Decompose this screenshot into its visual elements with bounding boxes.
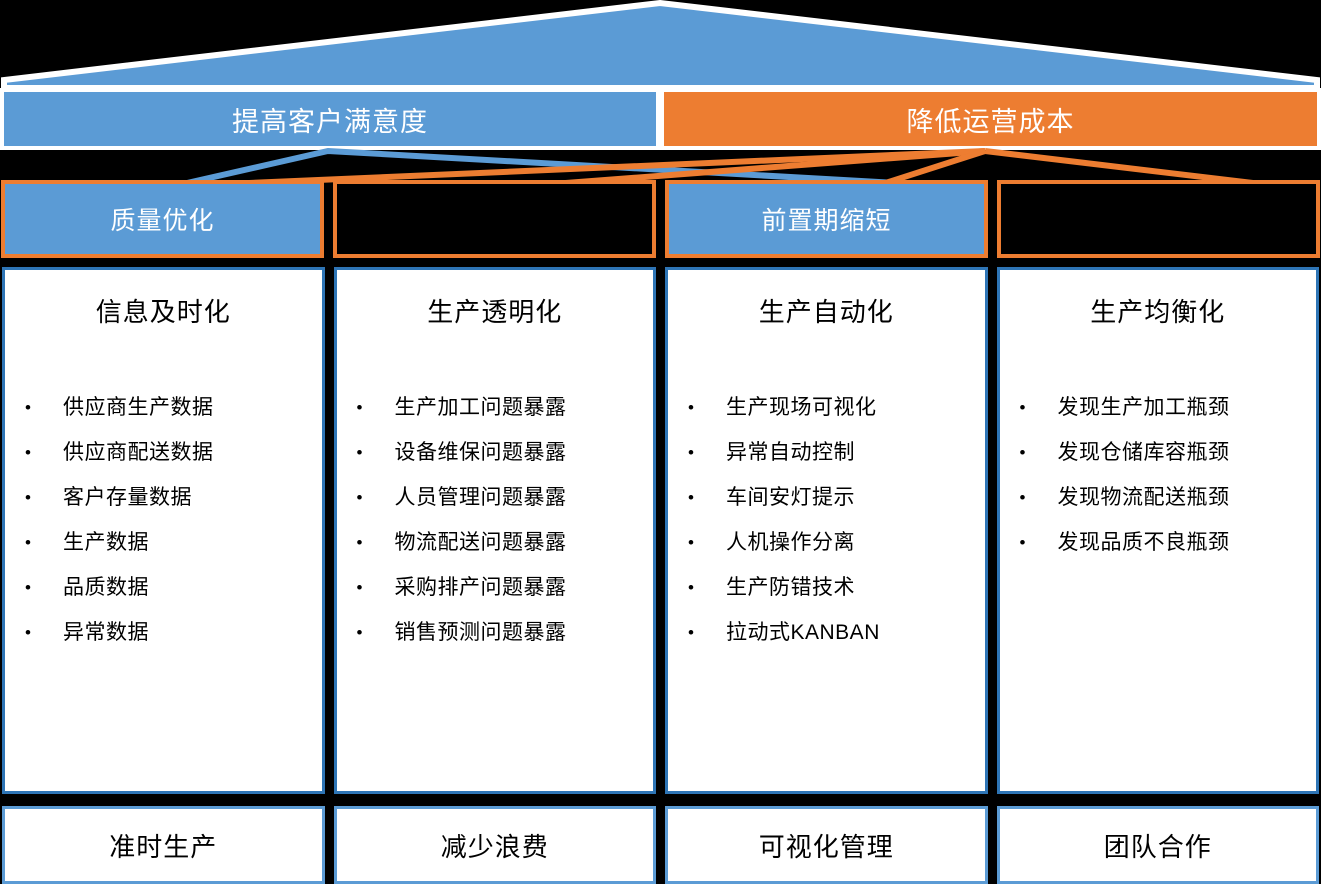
pillar-list-production-transparency: 生产加工问题暴露 设备维保问题暴露 人员管理问题暴露 物流配送问题暴露 采购排产…: [337, 385, 654, 655]
pillar-information-timeliness: 信息及时化 供应商生产数据 供应商配送数据 客户存量数据 生产数据 品质数据 异…: [2, 267, 325, 794]
foundation-label-just-in-time: 准时生产: [109, 831, 218, 862]
strategy-box-customer-satisfaction[interactable]: 提高客户满意度: [0, 88, 660, 150]
objective-label-lead-time-reduction: 前置期缩短: [761, 207, 892, 235]
pillar-title-production-leveling: 生产均衡化: [1090, 297, 1226, 327]
strategy-label-operating-cost: 降低运营成本: [906, 106, 1075, 137]
strategy-row: 提高客户满意度 降低运营成本: [0, 88, 1321, 150]
list-item: 品质数据: [19, 565, 322, 610]
list-item: 发现品质不良瓶颈: [1014, 520, 1317, 565]
list-item: 拉动式KANBAN: [682, 610, 985, 655]
strategy-box-operating-cost[interactable]: 降低运营成本: [660, 88, 1321, 150]
roof-triangle: [0, 0, 1320, 91]
pillar-title-production-automation: 生产自动化: [758, 297, 894, 327]
pillar-row: 信息及时化 供应商生产数据 供应商配送数据 客户存量数据 生产数据 品质数据 异…: [0, 267, 1321, 794]
pillar-production-leveling: 生产均衡化 发现生产加工瓶颈 发现仓储库容瓶颈 发现物流配送瓶颈 发现品质不良瓶…: [996, 267, 1319, 794]
foundation-label-teamwork: 团队合作: [1103, 831, 1212, 862]
list-item: 生产加工问题暴露: [351, 385, 654, 430]
list-item: 人机操作分离: [682, 520, 985, 565]
foundation-box-visual-management[interactable]: 可视化管理: [665, 806, 988, 884]
list-item: 供应商生产数据: [19, 385, 322, 430]
list-item: 生产数据: [19, 520, 322, 565]
list-item: 发现生产加工瓶颈: [1014, 385, 1317, 430]
list-item: 销售预测问题暴露: [351, 610, 654, 655]
pillar-production-automation: 生产自动化 生产现场可视化 异常自动控制 车间安灯提示 人机操作分离 生产防错技…: [665, 267, 988, 794]
pillar-list-production-leveling: 发现生产加工瓶颈 发现仓储库容瓶颈 发现物流配送瓶颈 发现品质不良瓶颈: [1000, 385, 1317, 565]
pillar-list-production-automation: 生产现场可视化 异常自动控制 车间安灯提示 人机操作分离 生产防错技术 拉动式K…: [668, 385, 985, 655]
list-item: 人员管理问题暴露: [351, 475, 654, 520]
foundation-label-waste-reduction: 减少浪费: [440, 831, 549, 862]
objective-label-quality-optimization: 质量优化: [110, 207, 215, 235]
objective-box-lead-time-reduction[interactable]: 前置期缩短: [665, 180, 988, 258]
list-item: 发现物流配送瓶颈: [1014, 475, 1317, 520]
foundation-box-teamwork[interactable]: 团队合作: [996, 806, 1319, 884]
list-item: 客户存量数据: [19, 475, 322, 520]
connector-blue-left: [164, 148, 986, 190]
pillar-production-transparency: 生产透明化 生产加工问题暴露 设备维保问题暴露 人员管理问题暴露 物流配送问题暴…: [333, 267, 656, 794]
foundation-box-just-in-time[interactable]: 准时生产: [2, 806, 325, 884]
list-item: 物流配送问题暴露: [351, 520, 654, 565]
list-item: 异常自动控制: [682, 430, 985, 475]
pillar-list-information-timeliness: 供应商生产数据 供应商配送数据 客户存量数据 生产数据 品质数据 异常数据: [5, 385, 322, 655]
objective-box-4[interactable]: [997, 180, 1320, 258]
pillar-title-production-transparency: 生产透明化: [427, 297, 563, 327]
list-item: 设备维保问题暴露: [351, 430, 654, 475]
list-item: 生产现场可视化: [682, 385, 985, 430]
list-item: 生产防错技术: [682, 565, 985, 610]
foundation-label-visual-management: 可视化管理: [758, 831, 894, 862]
objective-box-2[interactable]: [333, 180, 656, 258]
roof-polygon: [0, 0, 1320, 91]
list-item: 发现仓储库容瓶颈: [1014, 430, 1317, 475]
objective-row: 质量优化 前置期缩短: [0, 180, 1321, 258]
list-item: 车间安灯提示: [682, 475, 985, 520]
strategy-label-customer-satisfaction: 提高客户满意度: [232, 106, 428, 137]
list-item: 供应商配送数据: [19, 430, 322, 475]
foundation-row: 准时生产 减少浪费 可视化管理 团队合作: [0, 806, 1321, 884]
pillar-title-information-timeliness: 信息及时化: [95, 297, 231, 327]
foundation-box-waste-reduction[interactable]: 减少浪费: [333, 806, 656, 884]
list-item: 异常数据: [19, 610, 322, 655]
list-item: 采购排产问题暴露: [351, 565, 654, 610]
objective-box-quality-optimization[interactable]: 质量优化: [1, 180, 324, 258]
